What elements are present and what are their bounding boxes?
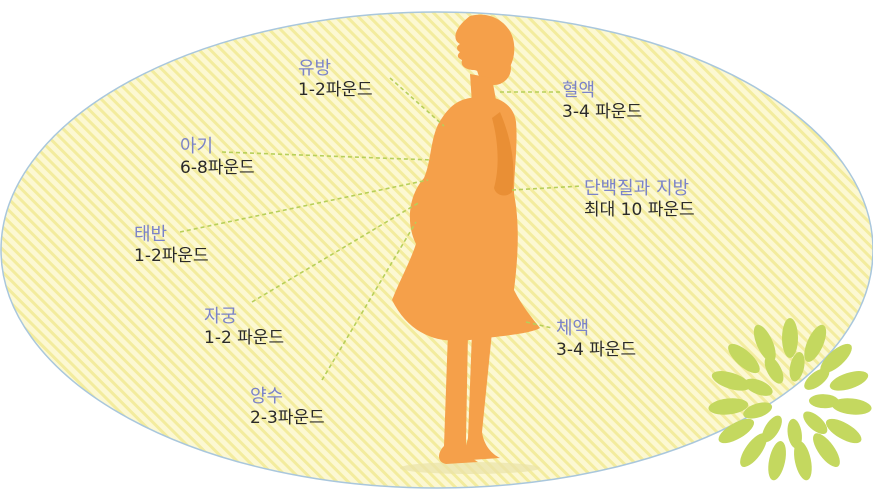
label-breasts-value: 1-2파운드 bbox=[298, 79, 373, 100]
label-placenta-value: 1-2파운드 bbox=[134, 245, 209, 266]
label-breasts-name: 유방 bbox=[298, 58, 332, 79]
label-breasts: 유방 1-2파운드 bbox=[298, 58, 373, 100]
label-fluids-value: 3-4 파운드 bbox=[556, 339, 637, 360]
pregnant-woman-silhouette bbox=[392, 14, 540, 464]
floor-shadow bbox=[400, 462, 540, 474]
label-blood: 혈액 3-4 파운드 bbox=[562, 80, 642, 122]
flower-decoration bbox=[708, 318, 872, 481]
leader-line-baby bbox=[221, 151, 433, 161]
label-baby: 아기 6-8파운드 bbox=[180, 136, 255, 178]
leader-line-amniotic bbox=[321, 221, 417, 381]
label-amniotic: 양수 2-3파운드 bbox=[250, 386, 325, 428]
label-protein-fat-value: 최대 10 파운드 bbox=[584, 199, 695, 220]
leader-line-fluids bbox=[525, 321, 553, 329]
leader-line-protein-fat bbox=[511, 185, 583, 191]
leader-line-placenta bbox=[179, 179, 429, 233]
label-uterus-value: 1-2 파운드 bbox=[204, 327, 285, 348]
leader-line-breasts bbox=[389, 77, 445, 127]
label-blood-name: 혈액 bbox=[562, 80, 596, 101]
label-baby-value: 6-8파운드 bbox=[180, 157, 255, 178]
label-protein-fat: 단백질과 지방 최대 10 파운드 bbox=[584, 178, 695, 220]
label-fluids: 체액 3-4 파운드 bbox=[556, 318, 636, 360]
label-amniotic-value: 2-3파운드 bbox=[250, 407, 325, 428]
label-placenta-name: 태반 bbox=[134, 224, 168, 245]
label-uterus: 자궁 1-2 파운드 bbox=[204, 306, 284, 348]
label-amniotic-name: 양수 bbox=[250, 386, 284, 407]
label-fluids-name: 체액 bbox=[556, 318, 590, 339]
label-baby-name: 아기 bbox=[180, 136, 214, 157]
leader-lines bbox=[179, 77, 583, 381]
label-placenta: 태반 1-2파운드 bbox=[134, 224, 209, 266]
leader-line-uterus bbox=[251, 201, 421, 303]
label-uterus-name: 자궁 bbox=[204, 306, 238, 327]
label-blood-value: 3-4 파운드 bbox=[562, 101, 643, 122]
label-protein-fat-name: 단백질과 지방 bbox=[584, 178, 690, 199]
